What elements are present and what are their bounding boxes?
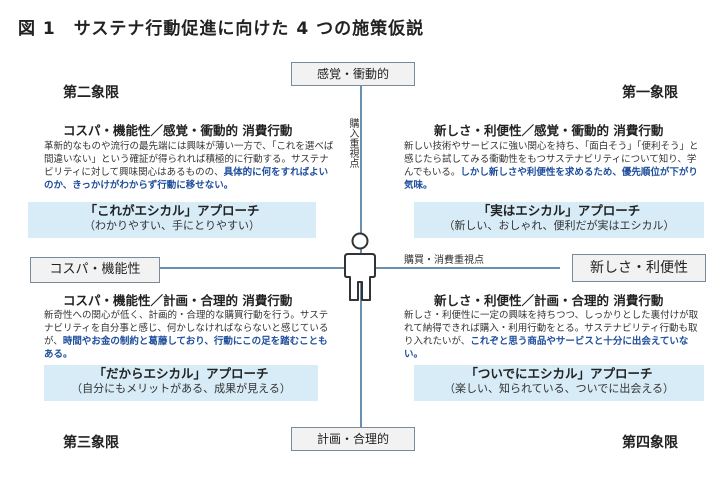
- q4-body-highlight: これぞと思う商品やサービスと十分に出会えていない。: [404, 336, 689, 360]
- quadrant-label-4: 第四象限: [622, 435, 678, 451]
- vertical-axis-note: 購入重視点: [347, 118, 358, 168]
- q1-approach-subtitle: （新しい、おしゃれ、便利だが実はエシカル）: [443, 219, 675, 232]
- q4-approach-title: 「ついでにエシカル」アプローチ: [465, 366, 653, 381]
- q4-body-text: 新しさ・利便性に一定の興味を持ちつつ、しっかりとした裏付けが取れて納得できれば購…: [404, 310, 699, 347]
- q3-approach-title: 「だからエシカル」アプローチ: [93, 366, 269, 381]
- q3-body-text: 新奇性への関心が低く、計画的・合理的な購買行動を行う。サステナビリティを自分事と…: [44, 310, 329, 347]
- q2-description: 革新的なものや流行の最先端には興味が薄い一方で、「これを選べば間違いない」という…: [44, 140, 334, 192]
- q1-body-text: 新しい技術やサービスに強い関心を持ち、「面白そう」「便利そう」と感じたら試してみ…: [404, 141, 699, 178]
- q2-body-text: 革新的なものや流行の最先端には興味が薄い一方で、「これを選べば間違いない」という…: [44, 141, 334, 178]
- axis-label-bottom: 計画・合理的: [291, 427, 415, 451]
- q4-approach-subtitle: （楽しい、知られている、ついでに出会える）: [443, 382, 674, 395]
- q4-title: 新しさ・利便性／計画・合理的 消費行動: [434, 293, 664, 308]
- q4-description: 新しさ・利便性に一定の興味を持ちつつ、しっかりとした裏付けが取れて納得できれば購…: [404, 309, 700, 361]
- q1-description: 新しい技術やサービスに強い関心を持ち、「面白そう」「便利そう」と感じたら試してみ…: [404, 140, 702, 192]
- q2-body-highlight: 具体的に何をすればよいのか、きっかけがわからず行動に移せない。: [44, 167, 329, 191]
- q2-approach-subtitle: （わかりやすい、手にとりやすい）: [84, 219, 260, 232]
- axis-label-top: 感覚・衝動的: [291, 62, 415, 86]
- q3-body-highlight: 時間やお金の制約と葛藤しており、行動にこの足を踏むこともある。: [44, 336, 328, 360]
- quadrant-label-2: 第二象限: [63, 85, 119, 101]
- axis-label-left: コスパ・機能性: [30, 257, 160, 283]
- q1-approach-title: 「実はエシカル」アプローチ: [477, 203, 641, 218]
- q2-approach-box: 「これがエシカル」アプローチ （わかりやすい、手にとりやすい）: [28, 202, 316, 238]
- figure-title: 図 1 サステナ行動促進に向けた 4 つの施策仮説: [18, 19, 425, 39]
- axis-label-right: 新しさ・利便性: [572, 254, 706, 282]
- q2-approach-title: 「これがエシカル」アプローチ: [84, 203, 260, 218]
- q1-title: 新しさ・利便性／感覚・衝動的 消費行動: [434, 123, 664, 138]
- q2-title: コスパ・機能性／感覚・衝動的 消費行動: [63, 123, 293, 138]
- quadrant-label-1: 第一象限: [622, 85, 678, 101]
- q1-approach-box: 「実はエシカル」アプローチ （新しい、おしゃれ、便利だが実はエシカル）: [414, 202, 704, 238]
- q3-approach-box: 「だからエシカル」アプローチ （自分にもメリットがある、成果が見える）: [44, 365, 318, 401]
- q4-approach-box: 「ついでにエシカル」アプローチ （楽しい、知られている、ついでに出会える）: [414, 365, 704, 401]
- quadrant-label-3: 第三象限: [63, 435, 119, 451]
- q3-description: 新奇性への関心が低く、計画的・合理的な購買行動を行う。サステナビリティを自分事と…: [44, 309, 334, 361]
- q3-approach-subtitle: （自分にもメリットがある、成果が見える）: [71, 382, 291, 395]
- person-icon: [342, 232, 378, 306]
- horizontal-axis-note: 購買・消費重視点: [404, 255, 484, 266]
- q3-title: コスパ・機能性／計画・合理的 消費行動: [63, 293, 293, 308]
- q1-body-highlight: しかし新しさや利便性を求めるため、優先順位が下がり気味。: [404, 167, 698, 191]
